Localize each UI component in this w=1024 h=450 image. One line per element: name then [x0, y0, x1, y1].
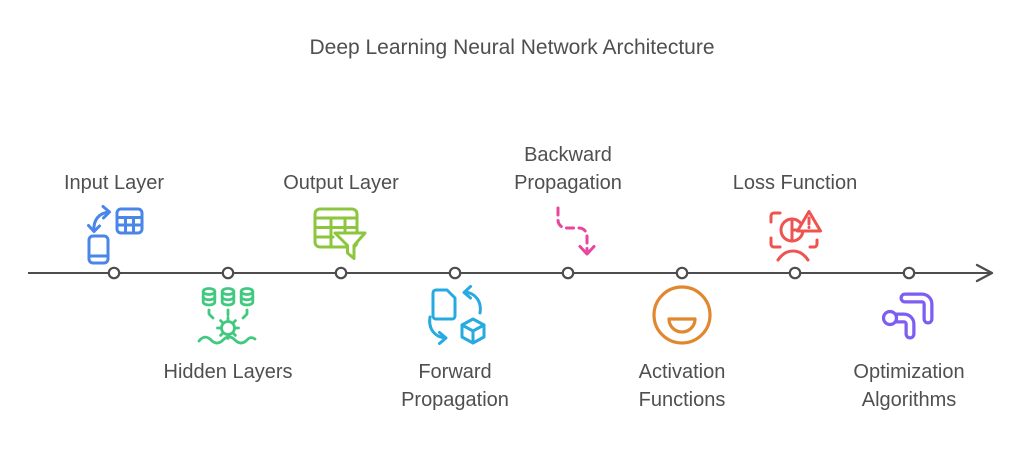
milestone-label: Input Layer [63, 172, 165, 194]
arrowhead-icon [975, 263, 994, 283]
milestone-label: Loss Function [732, 172, 858, 194]
timeline-node-dot [902, 266, 916, 280]
dashed-arrow-down-icon [536, 203, 600, 267]
timeline-axis [28, 263, 994, 283]
timeline-node-dot [675, 266, 689, 280]
timeline-node-dot [334, 266, 348, 280]
milestone-loss-function: Loss Function [720, 169, 870, 267]
milestone-activation-functions: Activation Functions [607, 283, 757, 414]
milestone-forward-propagation: Forward Propagation [380, 283, 530, 414]
diagram-title: Deep Learning Neural Network Architectur… [309, 36, 715, 59]
milestone-label: Activation Functions [638, 361, 726, 411]
milestone-output-layer: Output Layer [266, 169, 416, 267]
device-sync-table-icon [82, 203, 146, 267]
milestone-label: Forward Propagation [401, 361, 509, 411]
milestone-hidden-layers: Hidden Layers [153, 283, 303, 386]
table-filter-icon [309, 203, 373, 267]
timeline-node-dot [788, 266, 802, 280]
milestone-label: Hidden Layers [163, 361, 293, 383]
timeline-node-dot [107, 266, 121, 280]
milestone-label: Optimization Algorithms [853, 361, 965, 411]
timeline-node-dot [221, 266, 235, 280]
timeline-node-dot [561, 266, 575, 280]
milestone-label: Output Layer [283, 172, 399, 194]
globe-warning-icon [763, 203, 827, 267]
smiley-face-icon [650, 283, 714, 347]
timeline-node-dot [448, 266, 462, 280]
milestone-label: Backward Propagation [514, 144, 622, 194]
milestone-optimization-algorithms: Optimization Algorithms [834, 283, 984, 414]
pipeline-elbows-icon [877, 283, 941, 347]
document-cube-sync-icon [423, 283, 487, 347]
milestone-backward-propagation: Backward Propagation [493, 141, 643, 267]
database-gear-icon [196, 283, 260, 347]
milestone-input-layer: Input Layer [39, 169, 189, 267]
